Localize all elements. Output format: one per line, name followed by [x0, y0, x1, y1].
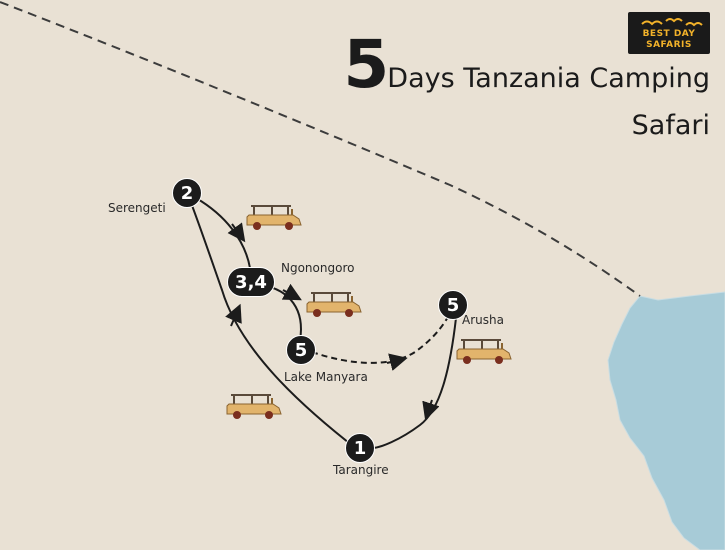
- title-line-1: 5Days Tanzania Camping: [343, 32, 710, 98]
- label-ngorongoro: Ngonongoro: [281, 261, 355, 275]
- safari-jeep-icon: [226, 394, 282, 419]
- page-title: 5Days Tanzania Camping Safari: [343, 32, 710, 142]
- safari-jeep-icon: [246, 205, 302, 230]
- brand-logo[interactable]: BEST DAY SAFARIS: [628, 12, 710, 54]
- label-serengeti: Serengeti: [108, 201, 166, 215]
- marker-tarangire[interactable]: 1: [345, 433, 375, 463]
- birds-icon: [641, 18, 703, 27]
- label-tarangire: Tarangire: [333, 463, 389, 477]
- title-text-line2: Safari: [631, 110, 710, 141]
- border-line: [0, 1, 641, 297]
- logo-text-top: BEST DAY: [642, 29, 696, 39]
- water-body: [607, 291, 725, 550]
- safari-jeep-icon: [306, 292, 362, 317]
- route-manyara-arusha: [311, 307, 453, 364]
- route-serengeti-ngorongoro: [195, 197, 251, 269]
- route-tarangire-serengeti: [187, 194, 359, 451]
- route-arrow-2: [227, 222, 246, 243]
- route-arrow-4: [386, 353, 408, 371]
- title-text-line1: Days Tanzania Camping: [387, 63, 710, 94]
- marker-serengeti[interactable]: 2: [172, 178, 202, 208]
- marker-lake-manyara[interactable]: 5: [286, 335, 316, 365]
- label-lake-manyara: Lake Manyara: [284, 370, 368, 384]
- route-arrow-1: [225, 303, 242, 327]
- marker-arusha[interactable]: 5: [438, 290, 468, 320]
- title-day-count: 5: [343, 26, 389, 103]
- route-arrow-3: [281, 283, 302, 301]
- route-arusha-tarangire: [371, 317, 457, 449]
- logo-text-bottom: SAFARIS: [646, 40, 692, 50]
- label-arusha: Arusha: [462, 313, 504, 327]
- safari-jeep-icon: [456, 339, 512, 364]
- route-arrow-5: [422, 399, 440, 421]
- marker-ngorongoro[interactable]: 3,4: [227, 267, 275, 297]
